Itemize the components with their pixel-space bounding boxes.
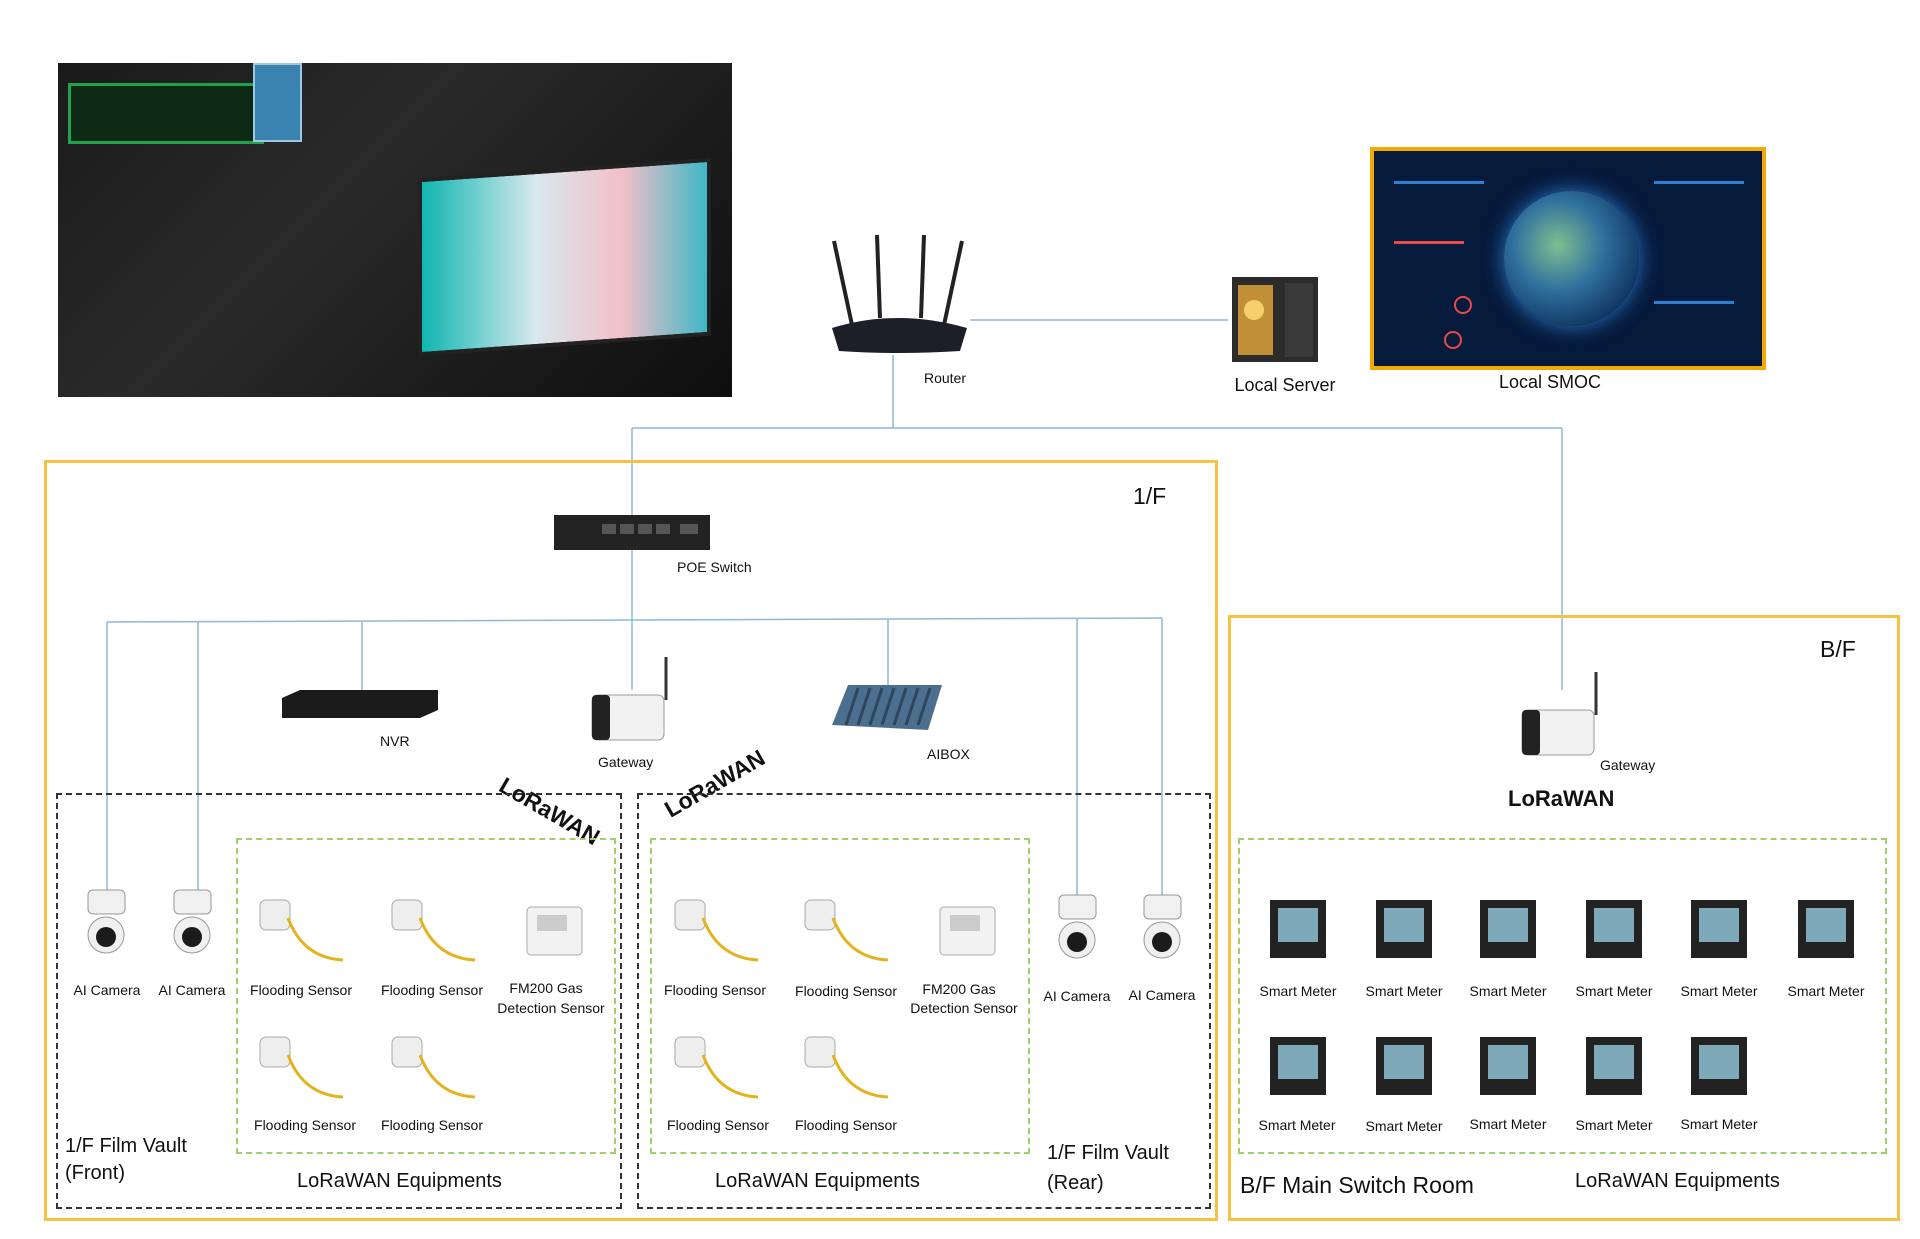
smart-meter-icon [1376,900,1432,958]
camera-label: AI Camera [1043,988,1111,1004]
basement-equipments-title: LoRaWAN Equipments [1575,1170,1780,1192]
camera-icon [1058,894,1097,959]
gas-sensor-label-1: FM200 Gas [509,980,583,996]
server-label: Local Server [1234,375,1336,395]
camera-label: AI Camera [158,982,226,998]
smoc-dashboard [1370,147,1766,370]
smart-meter-label: Smart Meter [1365,1118,1443,1134]
flooding-sensor-icon [259,1036,344,1099]
nvr-label: NVR [380,733,410,749]
hanging-sign [253,63,302,142]
smart-meter-label: Smart Meter [1259,983,1337,999]
basement-room-label: B/F Main Switch Room [1240,1172,1474,1198]
gas-sensor-icon [526,906,583,956]
flooding-sensor-label: Flooding Sensor [254,1117,356,1133]
nvr-icon [282,690,438,718]
bf-lorawan-logo: LoRaWAN [1508,786,1615,811]
router-label: Router [923,370,967,386]
camera-label: AI Camera [1128,987,1196,1003]
smart-meter-icon [1586,900,1642,958]
smart-meter-icon [1270,900,1326,958]
server-icon [1232,277,1318,362]
smart-meter-icon [1480,1037,1536,1095]
gas-sensor-icon [939,906,996,956]
flooding-sensor-icon [391,899,476,962]
rear-vault-area [637,793,1211,1209]
camera-icon [1143,894,1182,959]
dashboard-bar [1394,241,1464,244]
smart-meter-icon [1691,900,1747,958]
front-equipments-area [236,838,616,1154]
smart-meter-icon [1798,900,1854,958]
gas-sensor-label-2: Detection Sensor [910,1000,1018,1016]
smart-meter-label: Smart Meter [1258,1117,1336,1133]
poe-label: POE Switch [677,559,752,575]
front-vault-label-1: 1/F Film Vault [65,1135,187,1157]
smart-meter-icon [1691,1037,1747,1095]
flooding-sensor-label: Flooding Sensor [381,982,483,998]
flooding-sensor-label: Flooding Sensor [795,983,897,999]
flooding-sensor-label: Flooding Sensor [250,982,352,998]
flooding-sensor-icon [674,1036,759,1099]
smart-meter-icon [1480,900,1536,958]
flooding-sensor-label: Flooding Sensor [667,1117,769,1133]
gauge-ring [1444,331,1462,349]
flooding-sensor-icon [391,1036,476,1099]
gateway-icon [591,657,668,741]
rear-equipments-title: LoRaWAN Equipments [715,1170,920,1192]
venue-photo [58,63,732,397]
flooding-sensor-label: Flooding Sensor [664,982,766,998]
gas-sensor-label-2: Detection Sensor [497,1000,605,1016]
smart-meter-label: Smart Meter [1680,1116,1758,1132]
aibox-icon [832,685,942,730]
smart-meter-icon [1270,1037,1326,1095]
flooding-sensor-icon [804,899,889,962]
smart-meter-icon [1586,1037,1642,1095]
basement-zone [1228,615,1900,1221]
floor1-zone [44,460,1218,1221]
basement-zone-label: B/F [1820,636,1856,662]
smart-meter-label: Smart Meter [1469,983,1547,999]
rear-equipments-area [650,838,1030,1154]
camera-icon [87,889,126,954]
smoc-label: Local SMOC [1498,372,1602,392]
camera-label: AI Camera [73,982,141,998]
smart-meter-label: Smart Meter [1575,1117,1653,1133]
rear-vault-label-2: (Rear) [1047,1172,1104,1194]
floor1-zone-label: 1/F [1133,483,1167,509]
aibox-label: AIBOX [927,746,970,762]
flooding-sensor-label: Flooding Sensor [381,1117,483,1133]
flooding-sensor-label: Flooding Sensor [795,1117,897,1133]
dashboard-bar [1394,181,1484,184]
smart-meter-label: Smart Meter [1469,1116,1547,1132]
front-vault-area [56,793,622,1209]
gateway-label: Gateway [598,754,654,770]
smart-meter-label: Smart Meter [1787,983,1865,999]
smart-meter-label: Smart Meter [1365,983,1443,999]
gauge-ring [1454,296,1472,314]
dashboard-bar [1654,181,1744,184]
smart-meter-label: Smart Meter [1575,983,1653,999]
flooding-sensor-icon [259,899,344,962]
front-vault-label-2: (Front) [65,1162,125,1184]
gas-sensor-label-1: FM200 Gas [922,981,996,997]
front-equipments-title: LoRaWAN Equipments [297,1170,502,1192]
bf-gateway-label: Gateway [1600,757,1656,773]
gateway-icon [1521,672,1598,756]
smart-meter-icon [1376,1037,1432,1095]
neon-sign [68,83,264,144]
poe-switch-icon [554,515,710,550]
led-screen [418,157,711,357]
globe-graphic [1504,191,1639,326]
flooding-sensor-icon [674,899,759,962]
basement-equipments-area [1238,838,1887,1154]
camera-icon [173,889,212,954]
poe-distribution-link [106,617,1163,623]
smart-meter-label: Smart Meter [1680,983,1758,999]
rear-vault-label-1: 1/F Film Vault [1047,1142,1169,1164]
flooding-sensor-icon [804,1036,889,1099]
dashboard-bar [1654,301,1734,304]
router-icon [832,234,967,353]
